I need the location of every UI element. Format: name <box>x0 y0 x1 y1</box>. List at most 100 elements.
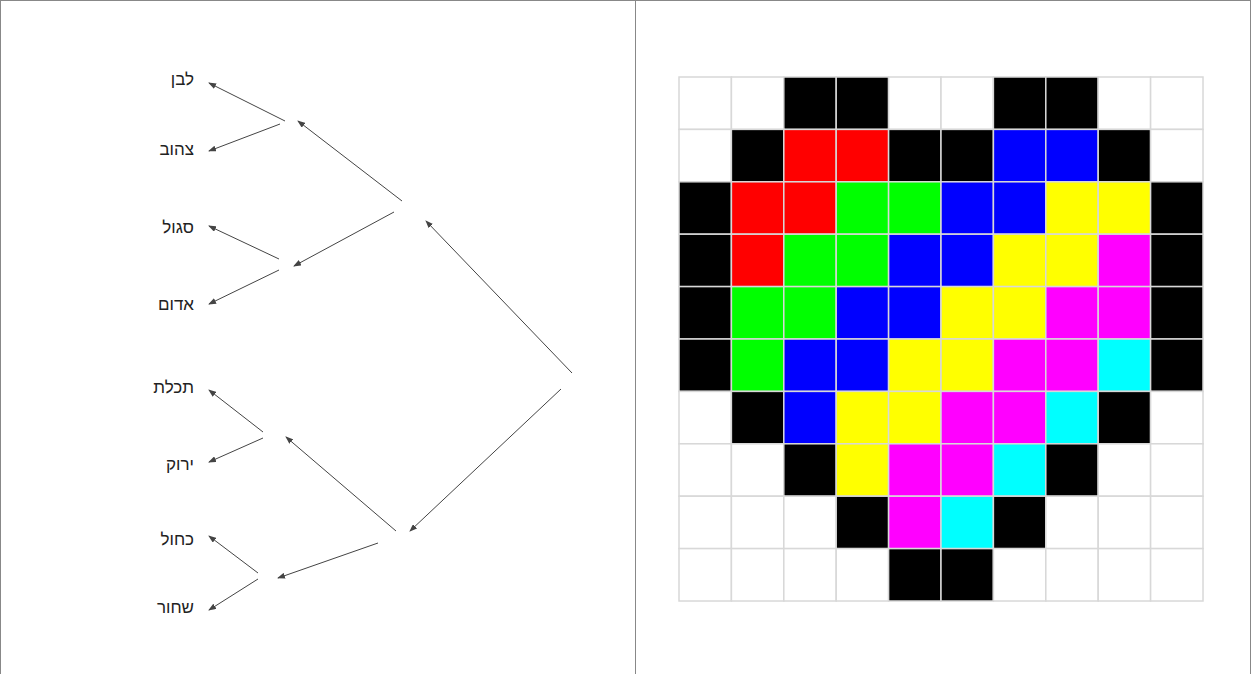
tree-arrow <box>209 226 279 259</box>
tree-arrow <box>209 124 280 151</box>
color-name: אדום <box>158 295 194 315</box>
pixel-cell <box>1151 129 1203 181</box>
frame-line <box>0 0 1 674</box>
pixel-cell <box>731 77 783 129</box>
pixel-cell <box>889 234 941 286</box>
pixel-cell <box>1151 77 1203 129</box>
pixel-cell <box>784 129 836 181</box>
pixel-cell <box>836 496 888 548</box>
pixel-cell <box>1151 549 1203 601</box>
pixel-cell <box>889 391 941 443</box>
pixel-cell <box>731 496 783 548</box>
pixel-cell <box>993 391 1045 443</box>
tree-arrow <box>286 437 396 531</box>
pixel-cell <box>1098 339 1150 391</box>
tree-arrow <box>209 83 285 121</box>
pixel-cell <box>889 339 941 391</box>
pixel-cell <box>993 444 1045 496</box>
pixel-cell <box>1151 444 1203 496</box>
pixel-cell <box>889 496 941 548</box>
pixel-cell <box>679 129 731 181</box>
pixel-cell <box>1098 234 1150 286</box>
pixel-cell <box>679 339 731 391</box>
pixel-cell <box>836 234 888 286</box>
color-name: לבן <box>171 70 194 90</box>
frame-line <box>0 0 1251 1</box>
pixel-cell <box>941 287 993 339</box>
pixel-cell <box>889 182 941 234</box>
pixel-cell <box>1046 549 1098 601</box>
pixel-cell <box>679 391 731 443</box>
pixel-cell <box>784 549 836 601</box>
color-name: שחור <box>157 598 194 618</box>
pixel-cell <box>679 77 731 129</box>
tree-arrow <box>298 121 402 201</box>
pixel-cell <box>1046 234 1098 286</box>
pixel-cell <box>784 287 836 339</box>
pixel-cell <box>1046 182 1098 234</box>
pixel-cell <box>1151 391 1203 443</box>
pixel-cell <box>731 287 783 339</box>
pixel-cell <box>1046 129 1098 181</box>
pixel-cell <box>1046 339 1098 391</box>
pixel-cell <box>941 444 993 496</box>
pixel-cell <box>993 129 1045 181</box>
pixel-cell <box>836 549 888 601</box>
pixel-cell <box>941 496 993 548</box>
tree-arrow <box>426 221 572 373</box>
pixel-cell <box>679 287 731 339</box>
pixel-cell <box>1151 287 1203 339</box>
pixel-cell <box>993 182 1045 234</box>
pixel-cell <box>993 77 1045 129</box>
pixel-cell <box>836 129 888 181</box>
pixel-cell <box>993 339 1045 391</box>
pixel-cell <box>679 549 731 601</box>
pixel-cell <box>1098 77 1150 129</box>
pixel-cell <box>1151 496 1203 548</box>
pixel-cell <box>836 287 888 339</box>
pixel-cell <box>1098 444 1150 496</box>
frame-line <box>635 0 636 674</box>
pixel-cell <box>679 234 731 286</box>
pixel-cell <box>889 287 941 339</box>
pixel-cell <box>1098 182 1150 234</box>
pixel-cell <box>784 444 836 496</box>
pixel-cell <box>941 77 993 129</box>
pixel-cell <box>1098 496 1150 548</box>
tree-arrow <box>209 438 263 462</box>
pixel-cell <box>784 77 836 129</box>
pixel-cell <box>836 77 888 129</box>
pixel-cell <box>679 444 731 496</box>
frame-line <box>1250 0 1251 674</box>
pixel-cell <box>889 549 941 601</box>
pixel-cell <box>731 234 783 286</box>
pixel-cell <box>1151 234 1203 286</box>
tree-arrow <box>209 270 279 304</box>
pixel-cell <box>1098 287 1150 339</box>
pixel-cell <box>941 182 993 234</box>
pixel-cell <box>1098 391 1150 443</box>
pixel-cell <box>784 234 836 286</box>
pixel-cell <box>1046 287 1098 339</box>
pixel-cell <box>731 129 783 181</box>
tree-arrow <box>209 579 258 610</box>
color-name: כחול <box>160 530 194 550</box>
tree-arrow <box>410 389 561 531</box>
pixel-cell <box>1046 496 1098 548</box>
pixel-cell <box>836 444 888 496</box>
pixel-cell <box>941 234 993 286</box>
color-name: סגול <box>162 218 194 238</box>
pixel-cell <box>1151 339 1203 391</box>
tree-arrow <box>209 390 263 432</box>
color-name: צהוב <box>159 140 194 160</box>
pixel-cell <box>1046 391 1098 443</box>
pixel-cell <box>731 182 783 234</box>
color-name: ירוק <box>166 455 194 475</box>
pixel-cell <box>784 496 836 548</box>
pixel-cell <box>731 339 783 391</box>
tree-arrow <box>209 536 258 573</box>
pixel-cell <box>836 339 888 391</box>
pixel-cell <box>941 129 993 181</box>
pixel-cell <box>1046 77 1098 129</box>
pixel-cell <box>784 182 836 234</box>
